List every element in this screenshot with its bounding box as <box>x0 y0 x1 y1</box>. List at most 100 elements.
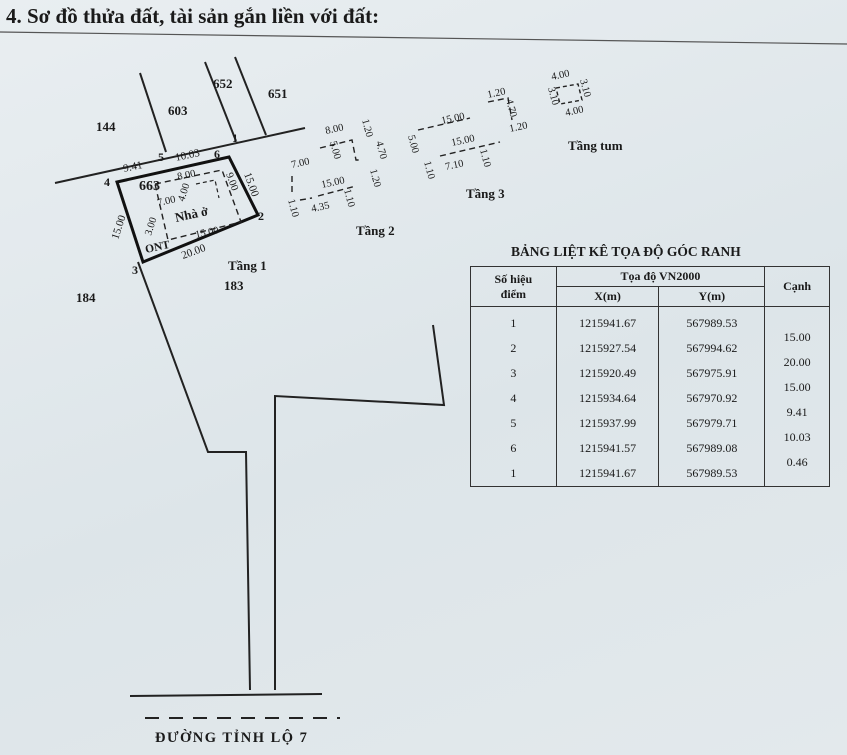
table-cell-x: 1215934.64 <box>579 391 637 405</box>
tum-dim-4-00b: 4.00 <box>564 104 584 119</box>
lane-east-line <box>274 324 446 690</box>
section-heading: 4. Sơ đồ thửa đất, tài sản gắn liền với … <box>6 4 380 28</box>
floor-label-2: Tầng 2 <box>356 223 395 238</box>
t3-dim-5-00: 5.00 <box>405 134 420 155</box>
header-y: Y(m) <box>658 286 766 307</box>
t2-dim-1-20: 1.20 <box>359 118 374 139</box>
dim-15-00-west: 15.00 <box>109 213 128 241</box>
table-cell-point: 5 <box>510 416 517 430</box>
table-cell-y: 567979.71 <box>686 416 738 430</box>
floor-label-1: Tầng 1 <box>228 258 267 273</box>
corner-label-6: 6 <box>214 147 220 161</box>
floor-2-outline <box>291 139 362 201</box>
land-type-label: ONT <box>144 239 171 256</box>
table-cell-edge: 15.00 <box>783 380 811 394</box>
t2-dim-4-70: 4.70 <box>373 140 388 161</box>
t2-dim-1-10a: 1.10 <box>285 198 300 219</box>
t2-dim-8-00: 8.00 <box>324 122 344 137</box>
parcel-label-144: 144 <box>96 119 116 134</box>
t2-dim-1-10b: 1.10 <box>341 188 356 209</box>
corner-label-5: 5 <box>158 150 164 164</box>
dim-house-4-00: 4.00 <box>176 182 192 203</box>
table-cell-edge: 20.00 <box>783 355 811 369</box>
t3-dim-4-70: 4.70 <box>503 98 518 119</box>
table-cell-y: 567970.92 <box>686 391 738 405</box>
north-boundary-line <box>54 127 306 184</box>
lane-west-line <box>137 261 251 691</box>
table-cell-edge: 15.00 <box>783 330 811 344</box>
t3-dim-15-00a: 15.00 <box>440 111 465 127</box>
point-column: 1 2 3 4 5 6 1 <box>470 306 557 487</box>
table-cell-edge: 9.41 <box>786 405 808 419</box>
t3-dim-1-20b: 1.20 <box>508 120 528 135</box>
floor-label-tum: Tầng tum <box>568 138 623 153</box>
table-cell-y: 567975.91 <box>686 366 738 380</box>
t3-dim-7-10: 7.10 <box>444 158 464 173</box>
table-cell-point: 1 <box>510 466 517 480</box>
table-cell-y: 567989.08 <box>686 441 738 455</box>
table-cell-point: 4 <box>510 391 517 405</box>
t2-dim-7-00: 7.00 <box>290 156 310 171</box>
floor-tum-outline <box>555 83 583 105</box>
t3-dim-1-10b: 1.10 <box>477 148 492 169</box>
house-label: Nhà ở <box>174 203 211 225</box>
table-cell-edge: 10.03 <box>783 430 811 444</box>
header-edge: Cạnh <box>764 266 830 307</box>
tum-dim-3-10a: 3.10 <box>577 78 592 99</box>
x-column: 1215941.67 1215927.54 1215920.49 1215934… <box>555 306 660 487</box>
table-cell-y: 567989.53 <box>686 466 738 480</box>
floor-label-3: Tầng 3 <box>466 186 505 201</box>
parcel-663-outline <box>115 155 261 264</box>
parcel-label-663: 663 <box>139 179 160 194</box>
header-point-line2: điểm <box>500 286 527 301</box>
header-point-line1: Số hiệu <box>494 271 533 286</box>
edge-column: 15.00 20.00 15.00 9.41 10.03 0.46 <box>764 306 830 487</box>
dim-house-7-00: 7.00 <box>156 194 176 209</box>
table-cell-point: 6 <box>510 441 517 455</box>
header-coordinates: Tọa độ VN2000 <box>555 266 766 287</box>
dim-house-3-00: 3.00 <box>143 216 159 237</box>
parcel-label-603: 603 <box>168 103 188 118</box>
corner-label-4: 4 <box>104 175 110 189</box>
t2-dim-15-00: 15.00 <box>320 175 345 191</box>
line-603-652 <box>204 61 237 142</box>
table-cell-y: 567994.62 <box>686 341 738 355</box>
t2-dim-5-00: 5.00 <box>327 140 342 161</box>
table-cell-point: 1 <box>510 316 517 330</box>
table-cell-point: 2 <box>510 341 517 355</box>
frame-top-line <box>0 31 847 45</box>
t2-dim-1-20b: 1.20 <box>367 168 382 189</box>
corner-label-3: 3 <box>132 263 138 277</box>
road-edge-line <box>129 693 323 697</box>
table-cell-x: 1215920.49 <box>579 366 637 380</box>
t3-dim-15-00b: 15.00 <box>450 133 475 149</box>
parcel-label-184: 184 <box>76 290 96 305</box>
dim-9-41: 9.41 <box>122 159 143 175</box>
t2-dim-4-35: 4.35 <box>310 200 330 215</box>
line-652-651 <box>234 56 267 136</box>
table-cell-x: 1215937.99 <box>579 416 637 430</box>
table-cell-point: 3 <box>510 366 517 380</box>
floor-3-outline <box>417 97 513 157</box>
table-cell-edge: 0.46 <box>786 455 808 469</box>
dim-10-03: 10.03 <box>174 147 201 164</box>
coordinate-table: Số hiệu điểm Tọa độ VN2000 Cạnh X(m) Y(m… <box>470 266 830 487</box>
coordinate-table-title: BẢNG LIỆT KÊ TỌA ĐỘ GÓC RANH <box>511 244 741 259</box>
table-cell-x: 1215941.57 <box>579 441 637 455</box>
dim-house-8-00: 8.00 <box>176 168 196 183</box>
parcel-label-652: 652 <box>213 76 233 91</box>
header-point: Số hiệu điểm <box>470 266 557 307</box>
corner-label-1: 1 <box>232 131 238 145</box>
table-cell-x: 1215941.67 <box>579 466 637 480</box>
road-name-label: ĐƯỜNG TỈNH LỘ 7 <box>155 729 308 746</box>
parcel-label-183: 183 <box>224 278 244 293</box>
table-cell-y: 567989.53 <box>686 316 738 330</box>
header-x: X(m) <box>555 286 660 307</box>
table-cell-x: 1215941.67 <box>579 316 637 330</box>
tum-dim-4-00a: 4.00 <box>550 68 570 83</box>
t3-dim-1-10a: 1.10 <box>421 160 436 181</box>
house-footprint <box>154 169 242 241</box>
line-144-603 <box>139 72 167 153</box>
corner-label-2: 2 <box>258 209 264 223</box>
